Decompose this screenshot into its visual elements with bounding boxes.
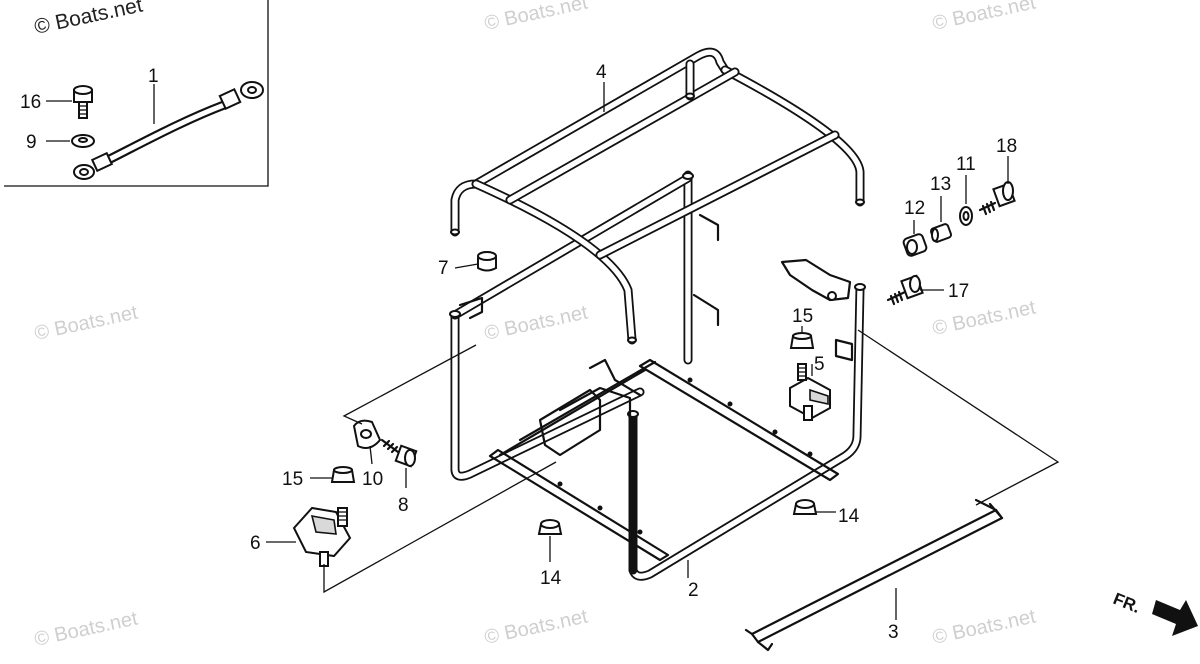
callout-6: 6: [250, 533, 261, 554]
callout-8: 8: [398, 495, 409, 516]
ground-cable: [73, 81, 264, 180]
callout-10: 10: [362, 469, 383, 490]
callout-15: 15: [282, 469, 303, 490]
callout-18: 18: [996, 136, 1017, 157]
callout-9: 9: [26, 132, 37, 153]
callout-5: 5: [814, 354, 825, 375]
nut-icon: [537, 519, 563, 535]
front-arrow-icon: [1152, 600, 1198, 636]
watermark: © Boats.net: [930, 296, 1038, 339]
engine-mount-icon: [789, 363, 831, 421]
bracket-icon: [352, 419, 382, 449]
nut-icon: [792, 499, 818, 515]
watermark-top-left: © Boats.net: [32, 0, 145, 39]
front-direction-indicator: FR.: [1111, 589, 1198, 636]
upper-frame: [450, 47, 865, 345]
callout-11: 11: [956, 154, 976, 175]
watermark: © Boats.net: [482, 0, 590, 35]
watermark: © Boats.net: [32, 301, 140, 344]
engine-mount-icon: [292, 506, 352, 567]
callout-7: 7: [438, 258, 449, 279]
callout-15: 15: [792, 306, 813, 327]
cap-icon: [477, 250, 497, 272]
rubber-grommet-icon: [902, 233, 928, 257]
bolt-icon: [886, 274, 924, 306]
watermark: © Boats.net: [482, 605, 590, 648]
watermark: © Boats.net: [32, 607, 140, 650]
watermark-layer: © Boats.net © Boats.net © Boats.net © Bo…: [32, 0, 1038, 651]
callout-3: 3: [888, 622, 899, 643]
callout-16: 16: [20, 92, 41, 113]
collar-icon: [929, 223, 953, 243]
washer-icon: [71, 134, 95, 148]
callout-4: 4: [596, 62, 607, 83]
washer-icon: [959, 206, 973, 226]
callout-labels: 1 2 3 4 5 6 7 8 9 10 11 12 13 14 14 15 1…: [20, 62, 1017, 643]
watermark: © Boats.net: [930, 0, 1038, 35]
inset-box: [4, 0, 269, 187]
watermark: © Boats.net: [482, 301, 590, 344]
nut-icon: [330, 466, 356, 483]
callout-14: 14: [540, 568, 562, 589]
callout-12: 12: [904, 198, 925, 219]
bolt-icon: [380, 438, 418, 468]
nut-icon: [789, 332, 815, 349]
callout-17: 17: [948, 281, 969, 302]
main-frame: [449, 170, 866, 581]
bolt-icon: [978, 181, 1016, 216]
callout-2: 2: [688, 580, 699, 601]
bottom-bar: [744, 498, 1004, 652]
callout-1: 1: [148, 66, 159, 87]
bolt-icon: [73, 85, 93, 119]
callout-13: 13: [930, 174, 951, 195]
leader-lines: [323, 82, 1060, 594]
callout-14: 14: [838, 506, 860, 527]
watermark: © Boats.net: [930, 605, 1038, 648]
front-direction-label: FR.: [1111, 589, 1144, 617]
